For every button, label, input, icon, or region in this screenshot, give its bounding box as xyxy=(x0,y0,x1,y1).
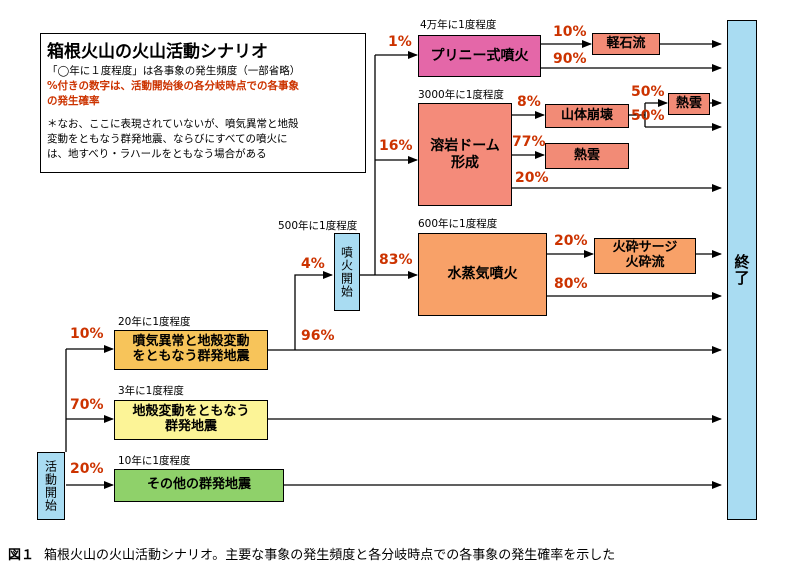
pct-plinian: 1% xyxy=(388,34,412,50)
sector-collapse-label: 山体崩壊 xyxy=(560,107,613,123)
crustal-quake-frequency: 3年に1度程度 xyxy=(118,385,184,397)
other-quake-box: その他の群発地震 xyxy=(114,469,284,502)
hot-cloud-b-label: 熱雲 xyxy=(573,147,600,163)
fumarole-quake-frequency: 20年に1度程度 xyxy=(118,316,191,328)
footnote-line2: 変動をともなう群発地震、ならびにすべての噴火に xyxy=(47,133,288,145)
figure-number: 図１ xyxy=(8,548,35,563)
lava-dome-line2: 形成 xyxy=(451,154,479,171)
sector-collapse-box: 山体崩壊 xyxy=(545,104,629,128)
surge-line2: 火砕流 xyxy=(625,255,665,270)
frequency-note: 「◯年に１度程度」は各事象の発生頻度（一部省略） xyxy=(47,65,301,77)
plinian-eruption-label: プリニー式噴火 xyxy=(430,47,529,64)
pct-collapse-other: 50% xyxy=(631,108,665,124)
end-label: 終了 xyxy=(732,254,751,286)
eruption-frequency: 500年に1度程度 xyxy=(278,220,358,232)
phreatic-frequency: 600年に1度程度 xyxy=(418,218,498,230)
footnote-line1: ＊なお、ここに表現されていないが、噴気異常と地殻 xyxy=(47,118,299,130)
crustal-quake-line2: 群発地震 xyxy=(164,419,217,434)
pct-to-eruption: 4% xyxy=(301,256,325,272)
crustal-quake-line1: 地殻変動をともなう xyxy=(132,404,250,420)
plinian-frequency: 4万年に1度程度 xyxy=(420,19,497,31)
pct-collapse-cloud: 50% xyxy=(631,84,665,100)
probability-note-line1: %付きの数字は、活動開始後の各分岐時点での各事象 xyxy=(47,80,300,92)
pct-dome: 16% xyxy=(379,138,413,154)
eruption-start-box: 噴火開始 xyxy=(334,233,360,311)
surge-line1: 火砕サージ xyxy=(612,240,678,256)
pumice-flow-box: 軽石流 xyxy=(592,33,660,55)
eruption-start-label: 噴火開始 xyxy=(339,246,354,298)
pct-pumice: 10% xyxy=(553,24,587,40)
figure-caption: 図１ 箱根火山の火山活動シナリオ。主要な事象の発生頻度と各分岐時点での各事象の発生… xyxy=(8,544,615,563)
hot-cloud-a-label: 熱雲 xyxy=(675,95,702,111)
diagram-title: 箱根火山の火山活動シナリオ xyxy=(47,42,268,62)
activity-start-box: 活動開始 xyxy=(37,452,65,520)
plinian-eruption-box: プリニー式噴火 xyxy=(418,35,541,77)
pumice-flow-label: 軽石流 xyxy=(606,35,646,51)
pct-dome-cloud: 77% xyxy=(512,134,546,150)
pct-no-eruption: 96% xyxy=(301,328,335,344)
pct-plinian-other: 90% xyxy=(553,51,587,67)
fumarole-quake-box: 噴気異常と地殻変動 をともなう群発地震 xyxy=(114,330,268,370)
dome-frequency: 3000年に1度程度 xyxy=(418,89,504,101)
probability-note-line2: の発生確率 xyxy=(47,95,100,107)
hot-cloud-box-a: 熱雲 xyxy=(668,93,710,115)
activity-start-label: 活動開始 xyxy=(43,460,58,512)
pyroclastic-surge-box: 火砕サージ 火砕流 xyxy=(594,238,696,274)
pct-phreatic-other: 80% xyxy=(554,276,588,292)
footnote-line3: は、地すべり・ラハールをともなう場合がある xyxy=(47,148,267,160)
pct-collapse: 8% xyxy=(517,94,541,110)
pct-start-fumarole: 10% xyxy=(70,326,104,342)
hot-cloud-box-b: 熱雲 xyxy=(545,143,629,169)
end-box: 終了 xyxy=(727,20,757,520)
pct-dome-other: 20% xyxy=(515,170,549,186)
lava-dome-box: 溶岩ドーム 形成 xyxy=(418,103,512,206)
crustal-quake-box: 地殻変動をともなう 群発地震 xyxy=(114,400,268,440)
figure-caption-text: 箱根火山の火山活動シナリオ。主要な事象の発生頻度と各分岐時点での各事象の発生確率… xyxy=(44,548,616,563)
phreatic-eruption-box: 水蒸気噴火 xyxy=(418,233,547,316)
lava-dome-line1: 溶岩ドーム xyxy=(430,138,500,155)
fumarole-quake-line2: をともなう群発地震 xyxy=(132,349,250,364)
phreatic-eruption-label: 水蒸気噴火 xyxy=(447,266,518,283)
pct-surge: 20% xyxy=(554,233,588,249)
pct-start-other: 20% xyxy=(70,461,104,477)
legend-note-box: 箱根火山の火山活動シナリオ 「◯年に１度程度」は各事象の発生頻度（一部省略） %… xyxy=(40,33,366,173)
pct-phreatic: 83% xyxy=(379,252,413,268)
other-quake-label: その他の群発地震 xyxy=(146,477,251,493)
other-quake-frequency: 10年に1度程度 xyxy=(118,455,191,467)
fumarole-quake-line1: 噴気異常と地殻変動 xyxy=(132,334,250,350)
pct-start-crustal: 70% xyxy=(70,397,104,413)
